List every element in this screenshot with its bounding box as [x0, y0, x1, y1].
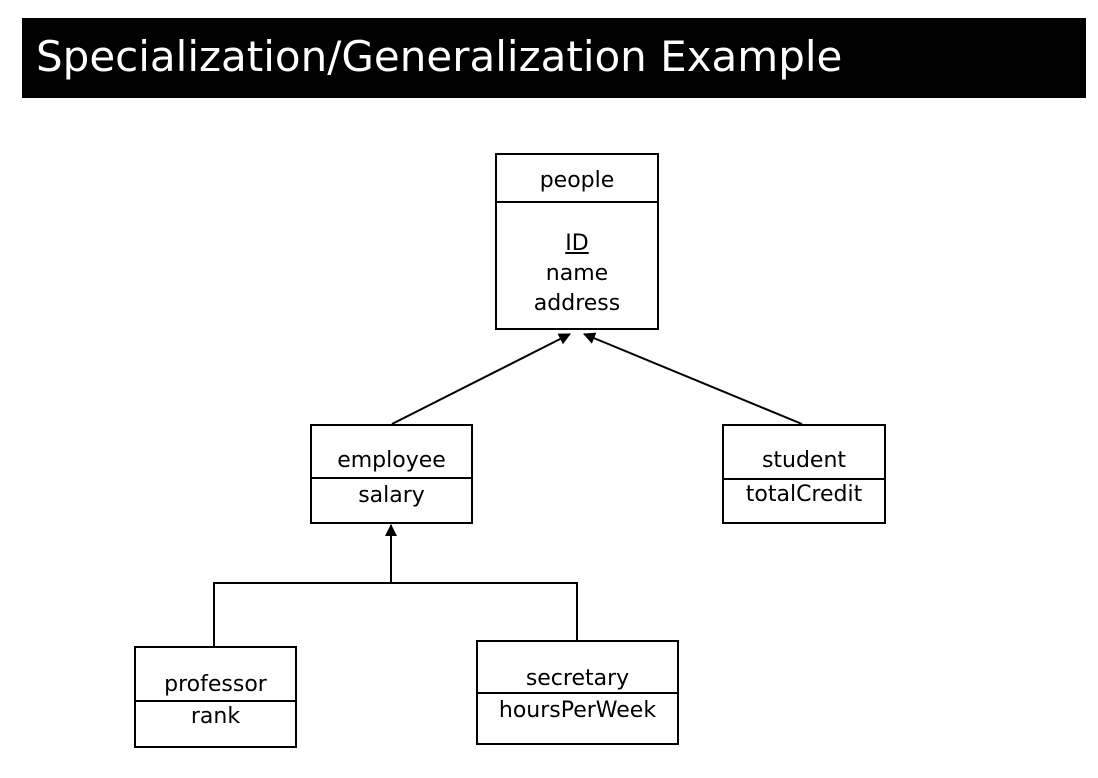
entity-professor-name: professor [136, 648, 295, 702]
entity-student-name: student [724, 426, 884, 480]
title-bar: Specialization/Generalization Example [22, 18, 1086, 98]
attribute-salary: salary [358, 483, 425, 508]
attribute-hoursperweek: hoursPerWeek [498, 698, 657, 723]
entity-secretary-attributes: hoursPerWeek [478, 694, 677, 726]
attribute-address: address [533, 291, 621, 316]
entity-professor: professor rank [134, 646, 297, 748]
entity-student-attributes: totalCredit [724, 480, 884, 510]
attribute-id: ID [565, 231, 589, 256]
entity-secretary: secretary hoursPerWeek [476, 640, 679, 745]
entity-secretary-name: secretary [478, 642, 677, 694]
entity-people-name: people [497, 155, 657, 203]
page-title: Specialization/Generalization Example [36, 32, 843, 81]
entity-people-attributes: ID name address [497, 203, 657, 319]
connector-student-people [583, 332, 803, 425]
attribute-totalcredit: totalCredit [745, 482, 863, 507]
entity-student: student totalCredit [722, 424, 886, 524]
attribute-name: name [545, 261, 609, 286]
connector-employee-people [391, 333, 571, 425]
entity-employee: employee salary [310, 424, 473, 524]
attribute-rank: rank [190, 704, 241, 729]
entity-professor-attributes: rank [136, 702, 295, 732]
entity-employee-name: employee [312, 426, 471, 479]
entity-employee-attributes: salary [312, 479, 471, 511]
entity-people: people ID name address [495, 153, 659, 330]
connector-professor-branch [213, 582, 391, 646]
connector-secretary-branch [391, 582, 578, 640]
